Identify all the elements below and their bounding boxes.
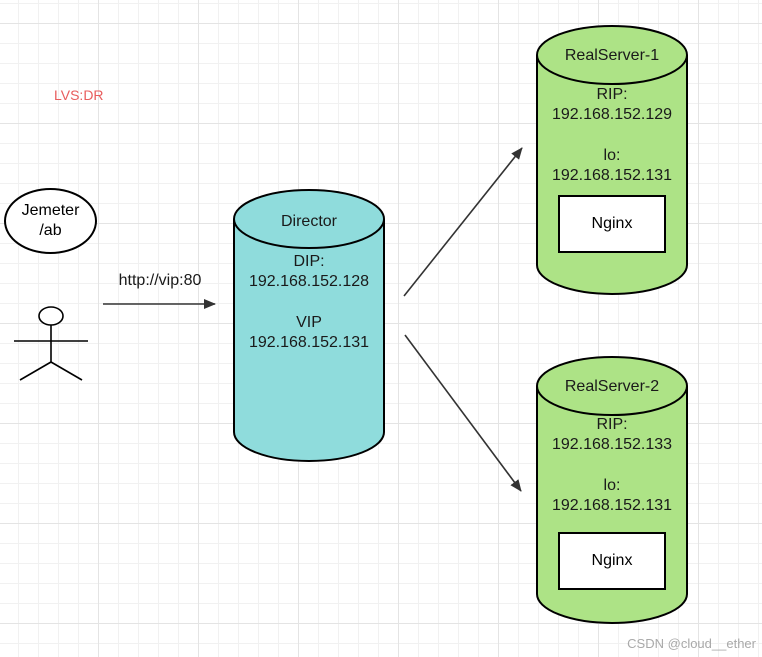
director-name: Director [280, 213, 337, 230]
request-label: http://vip:80 [118, 272, 202, 289]
realserver-2-rip-value: 192.168.152.133 [551, 436, 673, 453]
diagram-title: LVS:DR [54, 87, 104, 103]
realserver-1-nginx-box: Nginx [558, 195, 666, 253]
realserver-2-nginx-box: Nginx [558, 532, 666, 590]
realserver-2-name: RealServer-2 [564, 378, 660, 395]
director-cylinder [233, 189, 385, 462]
director-dip-label: DIP: [293, 253, 325, 270]
director-vip-value: 192.168.152.131 [248, 334, 370, 351]
client-tool-ellipse: Jemeter /ab [4, 188, 97, 254]
realserver-2-lo-value: 192.168.152.131 [551, 497, 673, 514]
realserver-1-lo-label: lo: [603, 147, 621, 164]
realserver-1-lo-value: 192.168.152.131 [551, 167, 673, 184]
arrow-to-realserver-1 [403, 147, 523, 297]
director-vip-label: VIP [296, 314, 322, 331]
realserver-2-rip-label: RIP: [596, 416, 628, 433]
realserver-1-rip-label: RIP: [596, 86, 628, 103]
arrow-to-realserver-2 [404, 334, 522, 492]
realserver-1-name: RealServer-1 [564, 47, 660, 64]
user-stick-figure [14, 306, 88, 381]
watermark: CSDN @cloud__ether [627, 636, 756, 651]
director-dip-value: 192.168.152.128 [248, 273, 370, 290]
realserver-1-rip-value: 192.168.152.129 [551, 106, 673, 123]
realserver-2-lo-label: lo: [603, 477, 621, 494]
